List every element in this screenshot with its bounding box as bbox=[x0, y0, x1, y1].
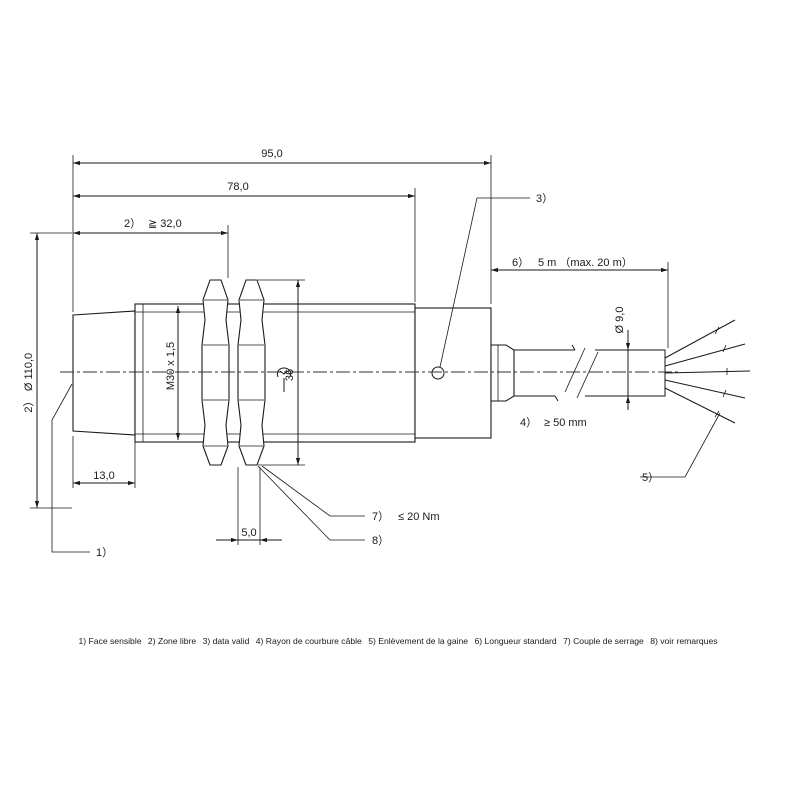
sensor-outline bbox=[72, 303, 666, 443]
led-indicator bbox=[431, 366, 445, 380]
leader-7 bbox=[261, 465, 365, 517]
callout-5: 5） bbox=[642, 471, 659, 484]
thread-label: M30 x 1,5 bbox=[165, 342, 177, 390]
housing-length-label: 78,0 bbox=[227, 181, 248, 193]
front-length-label: 13,0 bbox=[93, 470, 114, 482]
overall-length-label: 95,0 bbox=[261, 148, 282, 160]
leader-3 bbox=[439, 197, 530, 368]
leader-5 bbox=[640, 412, 721, 478]
legend-item: 3) data valid bbox=[202, 636, 250, 646]
torque-label: ≤ 20 Nm bbox=[398, 511, 440, 523]
callout-3: 3） bbox=[536, 192, 553, 205]
mounting-nut-1 bbox=[201, 279, 230, 466]
free-zone-label: ≧ 32,0 bbox=[148, 218, 182, 230]
callout-1: 1） bbox=[96, 546, 113, 559]
cable-length-label: 5 m （max. 20 m） bbox=[538, 256, 633, 269]
callout-6: 6） bbox=[512, 256, 529, 269]
bend-radius-label: ≥ 50 mm bbox=[544, 417, 587, 429]
legend-item: 2) Zone libre bbox=[147, 636, 197, 646]
legend-item: 7) Couple de serrage bbox=[563, 636, 644, 646]
wrench-icon bbox=[276, 367, 292, 392]
leader-1 bbox=[51, 383, 90, 553]
callout-2-top: 2） bbox=[124, 217, 141, 230]
legend-item: 4) Rayon de courbure câble bbox=[255, 636, 362, 646]
callout-2-left: 2） bbox=[22, 395, 35, 412]
callout-4: 4） bbox=[520, 416, 537, 429]
legend-item: 8) voir remarques bbox=[650, 636, 718, 646]
leader-lines bbox=[51, 197, 721, 553]
cable bbox=[514, 349, 575, 397]
threaded-housing bbox=[134, 303, 416, 443]
legend-item: 6) Longueur standard bbox=[474, 636, 557, 646]
sensing-face bbox=[72, 310, 136, 436]
cable-diameter-label: Ø 9,0 bbox=[614, 307, 626, 334]
legend: 1) Face sensible 2) Zone libre 3) data v… bbox=[0, 636, 800, 646]
cable-wires bbox=[664, 319, 751, 424]
wrench-size-label: 36 bbox=[284, 369, 296, 381]
legend-item: 5) Enlèvement de la gaine bbox=[368, 636, 469, 646]
dimension-lines bbox=[34, 160, 668, 543]
cable-gland bbox=[490, 344, 515, 402]
rear-housing bbox=[414, 307, 492, 439]
callout-7: 7） bbox=[372, 510, 389, 523]
callout-8: 8） bbox=[372, 534, 389, 547]
mounting-nut-2 bbox=[237, 279, 266, 466]
diameter-label: Ø 110,0 bbox=[23, 353, 35, 391]
nut-width-label: 5,0 bbox=[241, 527, 256, 539]
leader-8 bbox=[257, 465, 365, 541]
legend-item: 1) Face sensible bbox=[78, 636, 142, 646]
